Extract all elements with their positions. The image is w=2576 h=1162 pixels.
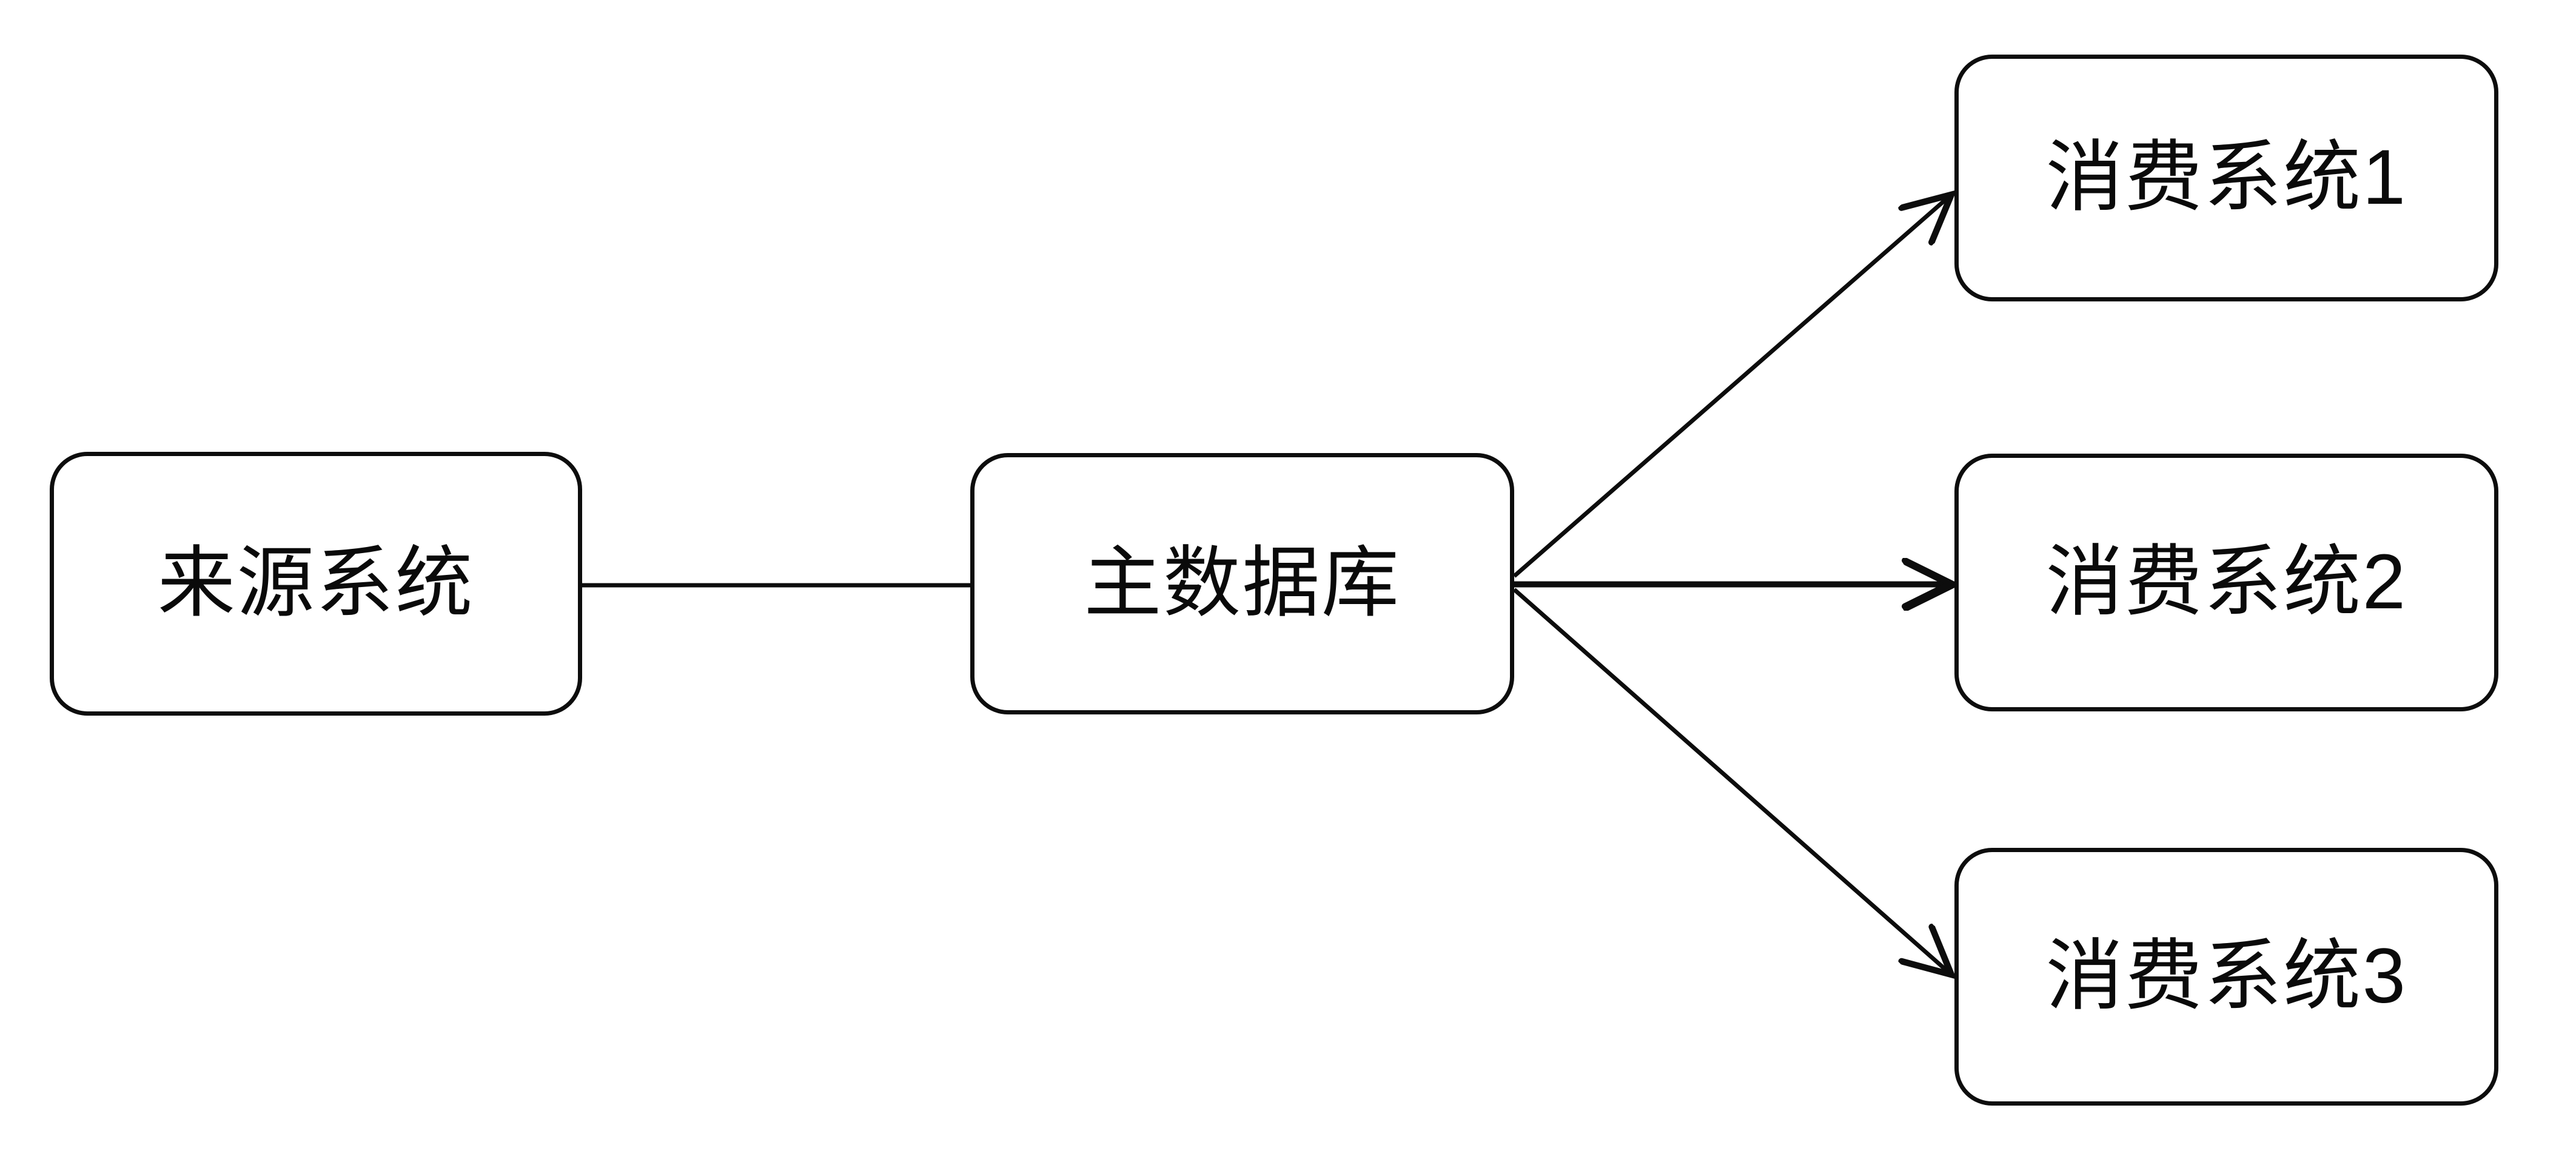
node-consumer-system-1-label: 消费系统1: [2045, 134, 2407, 221]
edge-master-to-consumer-1: [1512, 194, 1952, 578]
edge-master-to-consumer-3: [1512, 588, 1952, 975]
node-consumer-system-3-label: 消费系统3: [2045, 933, 2407, 1020]
node-consumer-system-1[interactable]: 消费系统1: [1954, 55, 2498, 301]
node-consumer-system-3[interactable]: 消费系统3: [1954, 848, 2498, 1106]
node-consumer-system-2-label: 消费系统2: [2045, 539, 2407, 626]
node-consumer-system-2[interactable]: 消费系统2: [1954, 454, 2498, 711]
node-master-database-label: 主数据库: [1084, 540, 1401, 627]
node-source-system[interactable]: 来源系统: [50, 452, 582, 716]
node-master-database[interactable]: 主数据库: [970, 453, 1514, 714]
node-source-system-label: 来源系统: [157, 540, 475, 627]
